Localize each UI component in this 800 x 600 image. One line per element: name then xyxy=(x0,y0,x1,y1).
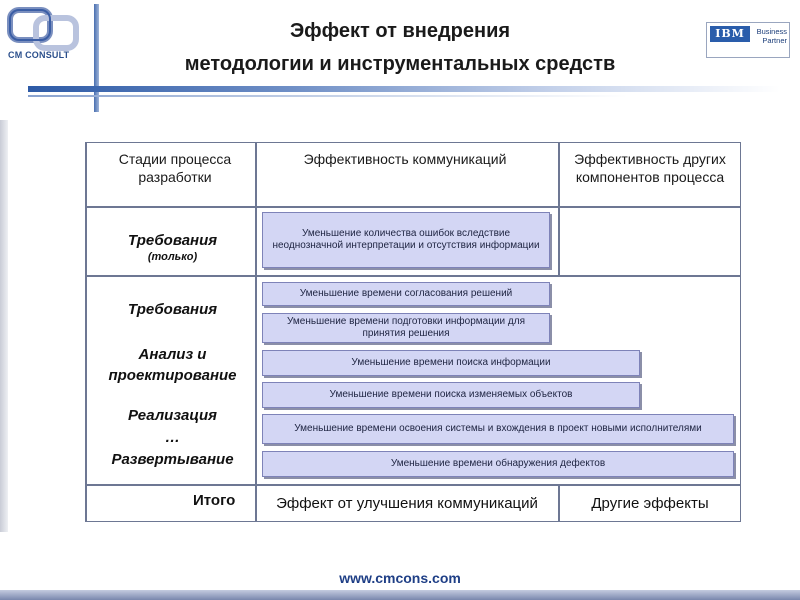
col-header-communication: Эффективность коммуникаций xyxy=(303,151,507,167)
stage-implementation: Реализация xyxy=(127,407,218,424)
page-title-line1: Эффект от внедрения xyxy=(289,20,511,42)
stage-ellipsis: … xyxy=(165,429,180,446)
total-communication-effect: Эффект от улучшения коммуникаций xyxy=(276,495,538,512)
stage-note-only: (только) xyxy=(147,251,198,263)
ibm-business-partner-badge: IBM Business Partner xyxy=(706,22,790,58)
total-label: Итого xyxy=(193,492,236,509)
ibm-logo-icon: IBM xyxy=(710,26,750,42)
header-vertical-divider xyxy=(94,4,99,112)
page-title-line2: методологии и инструментальных средств xyxy=(184,53,616,75)
col-header-stages: Стадии процесса разработки xyxy=(118,151,232,185)
logo-text: CM CONSULT xyxy=(8,50,70,60)
stage-analysis-design: Анализ и проектирование xyxy=(108,346,237,384)
effect-bar-info-search: Уменьшение времени поиска информации xyxy=(262,350,640,376)
effect-bar-changed-objects-search: Уменьшение времени поиска изменяемых объ… xyxy=(262,382,640,408)
effect-bar-defect-detection: Уменьшение времени обнаружения дефектов xyxy=(262,451,734,477)
ibm-partner-text: Business Partner xyxy=(756,27,787,45)
effect-bar-decision-preparation: Уменьшение времени подготовки информации… xyxy=(262,313,550,343)
stage-requirements-only: Требования xyxy=(127,232,218,249)
footer-strip xyxy=(0,590,800,600)
footer-url: www.cmcons.com xyxy=(339,570,461,586)
cm-consult-logo-icon xyxy=(7,7,79,51)
header-thin-divider xyxy=(28,95,628,97)
col-header-other: Эффективность других компонентов процесс… xyxy=(574,151,726,185)
effect-bar-ambiguity-errors: Уменьшение количества ошибок вследствие … xyxy=(262,212,550,268)
effect-bar-decision-agreement: Уменьшение времени согласования решений xyxy=(262,282,550,306)
stage-deployment: Развертывание xyxy=(111,451,234,468)
effect-bar-onboarding: Уменьшение времени освоения системы и вх… xyxy=(262,414,734,444)
left-decor-bar xyxy=(0,120,8,532)
stage-requirements: Требования xyxy=(127,301,218,318)
header-horizontal-divider xyxy=(28,86,780,92)
total-other-effects: Другие эффекты xyxy=(591,495,709,512)
